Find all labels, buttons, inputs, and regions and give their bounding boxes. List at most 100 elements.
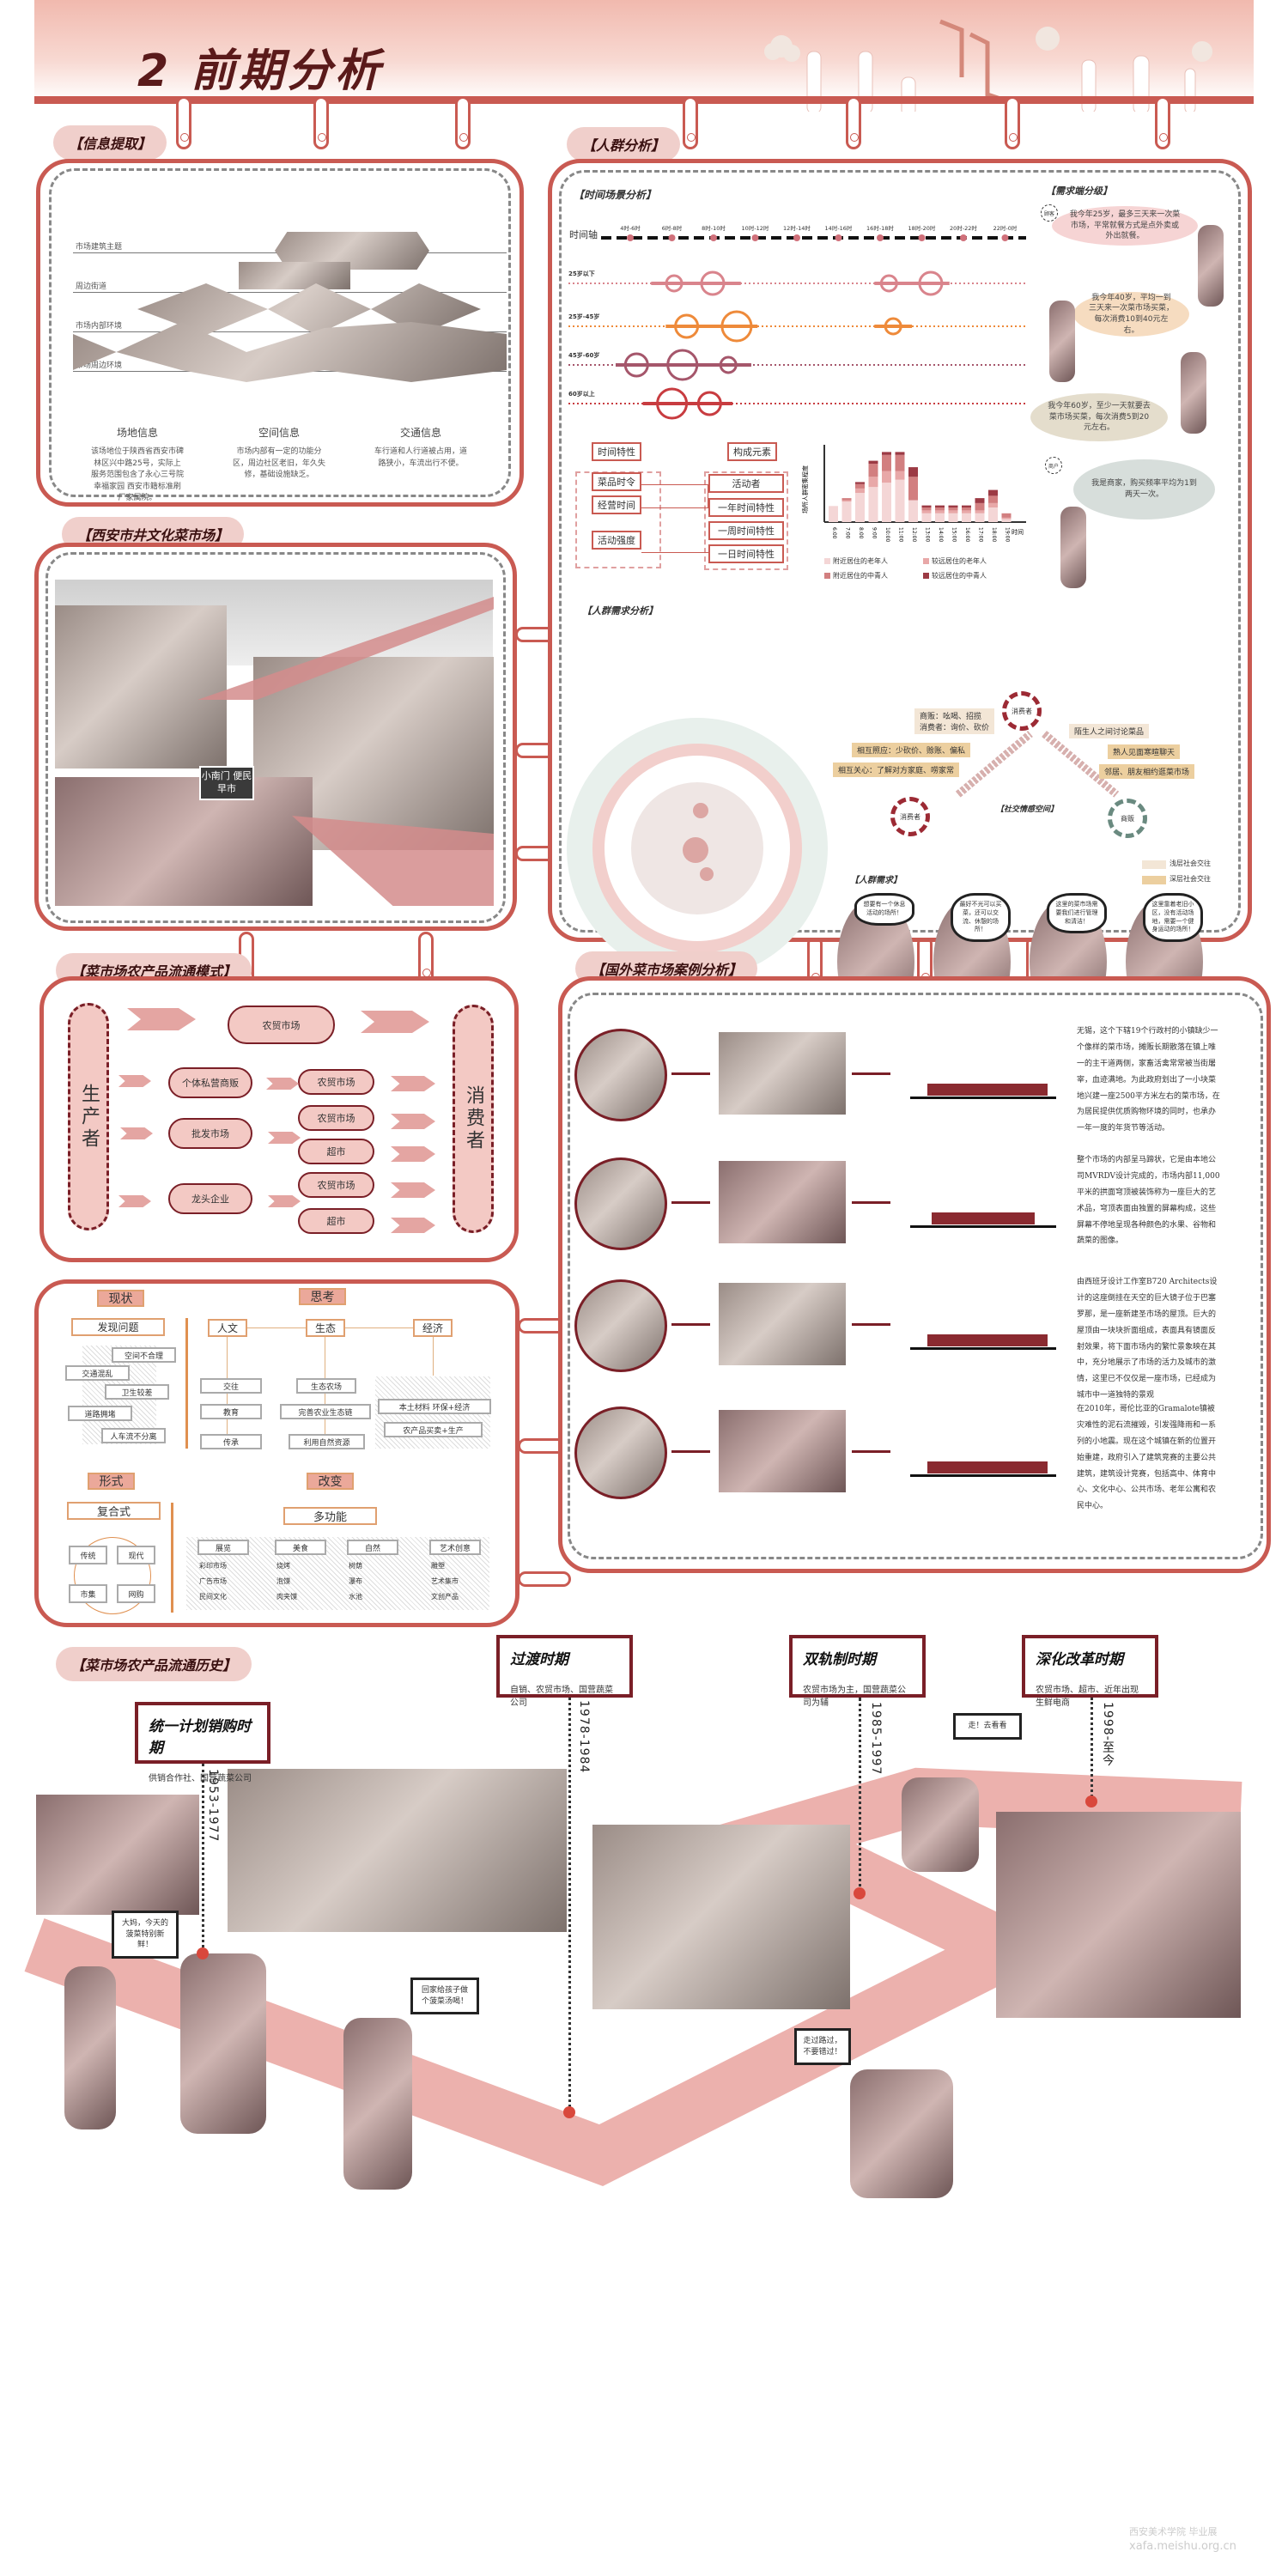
function-item: 树荫 — [349, 1562, 362, 1570]
function-item: 文创产品 — [431, 1593, 459, 1601]
stacked-bar-segment — [868, 460, 878, 464]
interaction-note: 邻居、朋友相约逛菜市场 — [1099, 764, 1195, 779]
rail-hanger — [1005, 96, 1020, 149]
feature-left-item: 经营时间 — [592, 495, 641, 514]
stacked-bar-segment — [975, 502, 985, 511]
x-tick-label: 9:00 — [872, 527, 878, 539]
info-col-text: 该场地位于陕西省西安市碑林区兴中路25号，实际上服务范围包含了永心三号院幸福家园… — [90, 447, 184, 502]
flow-node-retail: 农贸市场 — [298, 1172, 374, 1198]
social-legend-label: 深层社会交往 — [1170, 875, 1211, 883]
section-label-crowd: 【人群分析】 — [567, 127, 681, 161]
person-photo — [1060, 507, 1086, 588]
stacked-bar-segment — [948, 505, 958, 507]
stacked-bar-segment — [1001, 513, 1012, 518]
info-row-label: 市场内部环境 — [76, 322, 123, 331]
stacked-bar-segment — [895, 452, 905, 455]
flow-node-channel: 批发市场 — [168, 1118, 252, 1149]
tag-customer: 顾客 — [1041, 204, 1058, 222]
human-item: 传承 — [200, 1434, 262, 1449]
stacked-bar-segment — [935, 507, 945, 511]
compound-item: 市集 — [69, 1584, 107, 1603]
period-years: 1998-至今 — [1101, 1702, 1115, 1767]
crowd-needs-title: 【人群需求】 — [850, 876, 902, 885]
eco-item: 生态农场 — [296, 1378, 356, 1394]
interaction-note: 陌生人之间讨论菜品 — [1069, 724, 1150, 738]
stacked-bar-segment — [962, 507, 971, 511]
social-node-vendor: 商贩 — [1108, 799, 1147, 838]
hanging-rail — [34, 96, 1254, 104]
time-slot-label: 14时-16时 — [824, 225, 853, 232]
timeline-marker — [1085, 1795, 1097, 1807]
problem-item: 卫生较差 — [105, 1384, 169, 1400]
stacked-bar-segment — [921, 513, 932, 522]
info-col-title: 空间信息 — [258, 427, 300, 439]
x-tick-label: 11:00 — [898, 527, 904, 542]
stacked-bar-segment — [988, 489, 998, 496]
legend-label: 附近居住的老年人 — [833, 557, 888, 565]
stacked-bar-segment — [962, 505, 971, 507]
case-exterior-photo — [574, 1279, 667, 1372]
flow-chevron-arrow — [266, 1078, 299, 1090]
feature-connector — [641, 484, 708, 508]
x-tick-label: 14:00 — [938, 527, 944, 542]
speech-bubble: 走！去看看 — [953, 1713, 1022, 1740]
demand-title: 【需求端分级】 — [1046, 185, 1112, 197]
age-row-label: 60岁以上 — [568, 391, 595, 398]
demand-bubble: 我今年25岁，最多三天来一次菜市场，平常就餐方式是点外卖或外出就餐。 — [1052, 206, 1198, 246]
demand-bubble: 我今年60岁，至少一天就要去菜市场买菜，每次消费5到20元左右。 — [1030, 393, 1168, 441]
x-tick-label: 17:00 — [978, 527, 984, 542]
case-section-drawing — [910, 1298, 1056, 1350]
period-title: 统一计划销购时期 — [149, 1718, 251, 1757]
legend-label: 较远居住的老年人 — [932, 557, 987, 565]
flow-chevron-arrow — [118, 1075, 151, 1087]
stacked-bar-segment — [948, 510, 958, 513]
cases-panel — [558, 976, 1271, 1573]
stacked-bar-segment — [882, 452, 891, 455]
stacked-bar-segment — [935, 510, 945, 513]
social-node-consumer: 消费者 — [1002, 691, 1042, 731]
photo-old-buildings — [55, 605, 227, 769]
info-row-line — [73, 292, 507, 293]
case-interior-photo — [719, 1283, 846, 1365]
photo-vendors — [55, 777, 313, 906]
thinking-heading: 思考 — [299, 1288, 346, 1305]
problem-item: 空间不合理 — [112, 1347, 176, 1363]
period-box: 深化改革时期农贸市场、超市、近年出现生鲜电商 — [1022, 1635, 1158, 1708]
period-years: 1985-1997 — [869, 1702, 883, 1776]
stacked-bar-segment — [1001, 517, 1012, 519]
find-problems-box: 发现问题 — [71, 1318, 165, 1336]
case-arrow — [852, 1201, 890, 1204]
flow-chevron-arrow — [120, 1127, 153, 1139]
function-item: 烧烤 — [276, 1562, 290, 1570]
producer-node: 生产者 — [68, 1003, 109, 1230]
feature-left-title: 时间特性 — [592, 442, 641, 461]
eco-item: 利用自然资源 — [289, 1434, 365, 1449]
stacked-bar-segment — [855, 482, 865, 484]
problem-item: 道路拥堵 — [68, 1406, 132, 1421]
legend-label: 较远居住的中青人 — [932, 572, 987, 580]
time-slot-label: 8时-10时 — [702, 225, 726, 232]
function-category: 艺术创意 — [429, 1540, 481, 1555]
compound-item: 网购 — [117, 1584, 155, 1603]
stacked-bar-segment — [948, 513, 958, 522]
stacked-bar-segment — [975, 498, 985, 503]
watermark-url: xafa.meishu.org.cn — [1129, 2540, 1236, 2553]
demand-bubble: 我今年40岁，平均一到三天来一次菜市场买菜，每次消费10到40元左右。 — [1073, 292, 1189, 337]
stacked-bar-segment — [829, 506, 838, 522]
stacked-bar-segment — [841, 501, 852, 522]
time-slot-label: 16时-18时 — [866, 225, 894, 232]
person-elderly-woman-cart — [180, 1953, 266, 2134]
interaction-note: 熟人见面寒暄聊天 — [1108, 744, 1181, 759]
info-col-text: 车行道和人行道被占用，道路狭小，车流出行不便。 — [374, 447, 467, 468]
flow-node-channel: 个体私营商贩 — [168, 1067, 252, 1098]
photo-transition-market — [228, 1769, 567, 1932]
case-arrow — [852, 1450, 890, 1453]
feature-right-item: 一年时间特性 — [708, 498, 784, 517]
case-description: 在2010年，哥伦比亚的Gramalote镇被灾难性的泥石流摧毁，引发强降雨和一… — [1077, 1405, 1217, 1511]
legend-swatch — [1142, 860, 1166, 869]
legend-swatch — [923, 573, 929, 579]
stacked-bar-segment — [1001, 519, 1012, 522]
function-item: 肉夹馍 — [276, 1593, 297, 1601]
rail-hanger — [846, 96, 861, 149]
